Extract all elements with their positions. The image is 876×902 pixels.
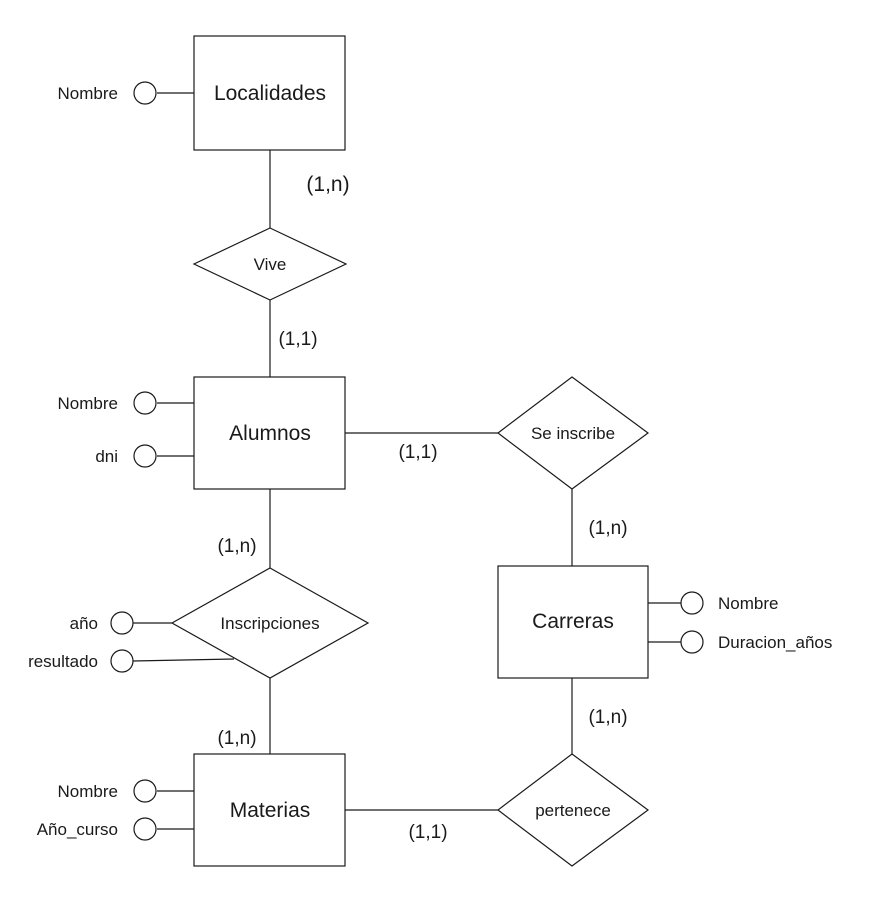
attribute-circle-localidades-nombre: [133, 81, 157, 105]
relationship-vive-label: Vive: [254, 255, 287, 274]
attribute-circle-inscripciones-anio: [110, 611, 134, 635]
attribute-circle-alumnos-nombre: [133, 391, 157, 415]
attribute-circle-inscripciones-resultado: [110, 649, 134, 673]
relationship-se-inscribe: [497, 376, 650, 490]
relationship-inscripciones: [170, 567, 370, 679]
entity-carreras: [497, 565, 649, 679]
relationship-vive: [192, 227, 348, 301]
cardinality-carreras-pertenece: (1,n): [588, 707, 627, 728]
relationship-inscripciones-label: Inscripciones: [220, 614, 319, 633]
attribute-circle-materias-nombre: [133, 779, 157, 803]
entity-materias-label: Materias: [230, 799, 311, 822]
attribute-carreras-duracion: Duracion_años: [718, 633, 832, 652]
relationship-pertenece-label: pertenece: [535, 801, 611, 820]
attribute-circle-alumnos-dni: [133, 444, 157, 468]
cardinality-localidades-vive: (1,n): [306, 173, 349, 196]
attribute-alumnos-nombre: Nombre: [58, 394, 118, 413]
entity-materias: [193, 753, 346, 867]
entity-alumnos-label: Alumnos: [229, 422, 311, 445]
entity-alumnos: [193, 376, 346, 490]
cardinality-inscripciones-materias: (1,n): [217, 728, 256, 749]
cardinality-vive-alumnos: (1,1): [278, 329, 317, 350]
attribute-alumnos-dni: dni: [95, 447, 118, 466]
attribute-circle-carreras-duracion: [680, 630, 704, 654]
attr-line-inscripciones-resultado: [132, 658, 235, 662]
attribute-circle-carreras-nombre: [680, 591, 704, 615]
entity-localidades: [193, 35, 346, 151]
attribute-carreras-nombre: Nombre: [718, 594, 778, 613]
relationship-pertenece: [497, 753, 650, 867]
attribute-materias-nombre: Nombre: [58, 782, 118, 801]
relationship-se-inscribe-label: Se inscribe: [531, 424, 615, 443]
attribute-inscripciones-resultado: resultado: [28, 652, 98, 671]
cardinality-se-inscribe-carreras: (1,n): [588, 518, 627, 539]
attribute-inscripciones-anio: año: [70, 614, 98, 633]
entity-carreras-label: Carreras: [532, 610, 614, 633]
cardinality-alumnos-inscripciones: (1,n): [217, 536, 256, 557]
attribute-localidades-nombre: Nombre: [58, 84, 118, 103]
attribute-materias-anio-curso: Año_curso: [37, 820, 118, 839]
cardinality-alumnos-se-inscribe: (1,1): [398, 442, 437, 463]
entity-localidades-label: Localidades: [214, 82, 326, 105]
cardinality-materias-pertenece: (1,1): [408, 822, 447, 843]
attribute-circle-materias-anio-curso: [133, 817, 157, 841]
